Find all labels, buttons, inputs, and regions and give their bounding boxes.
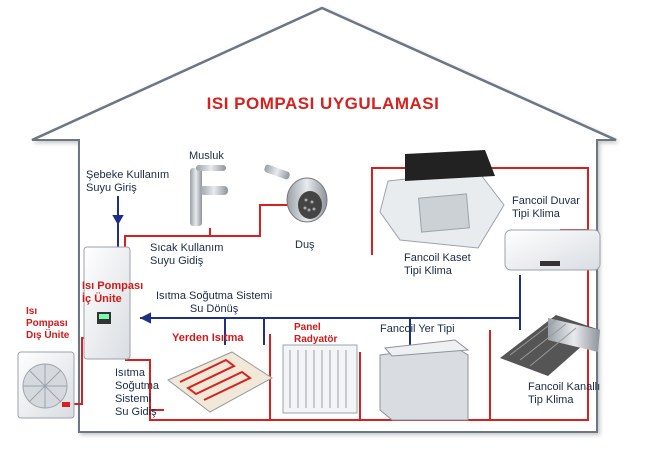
faucet-image [190, 165, 228, 226]
cassette-fancoil-image [379, 150, 505, 249]
roof-line [31, 6, 617, 142]
faucet-label: Musluk [189, 150, 224, 162]
outdoor-unit-image [17, 351, 75, 419]
underfloor-heating-image [167, 351, 273, 413]
underfloor-heating-label: Yerden Isıtma [172, 332, 244, 344]
panel-radiator-image [282, 344, 358, 414]
wall-fancoil-image [504, 229, 601, 271]
floor-fancoil-image [379, 339, 470, 421]
shower-label: Duş [295, 239, 315, 251]
diagram-title: ISI POMPASI UYGULAMASI [206, 94, 440, 113]
shower-image [264, 164, 328, 223]
floor-fancoil-label: Fancoil Yer Tipi [380, 323, 455, 335]
ducted-fancoil-image [500, 315, 600, 376]
indoor-unit-image [83, 246, 131, 360]
